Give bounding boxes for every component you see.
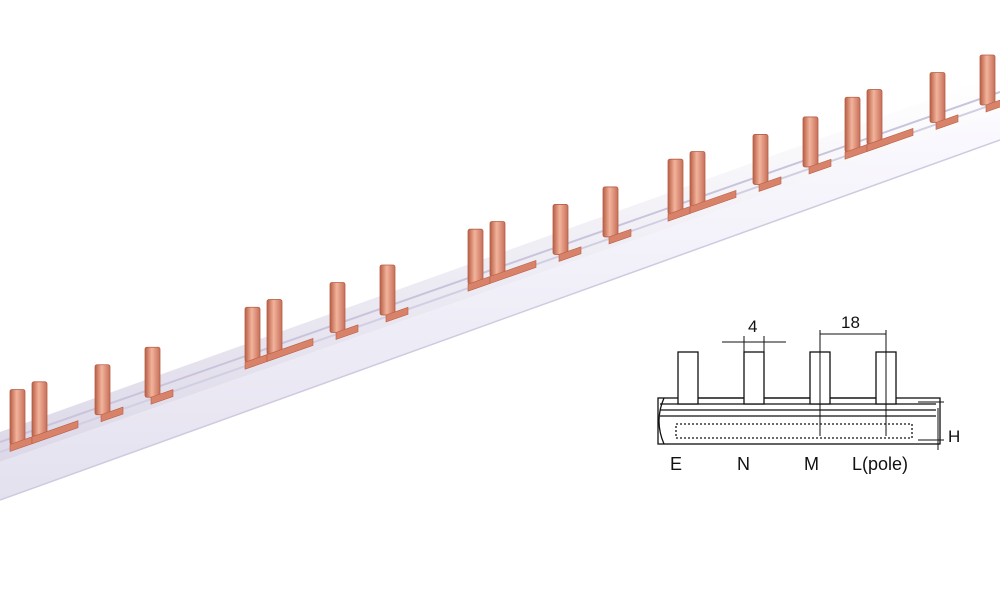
copper-pin-foot <box>558 246 582 262</box>
copper-pin-foot <box>385 306 409 323</box>
copper-pin <box>866 89 883 145</box>
drawing-pin-e <box>677 351 699 405</box>
copper-pin-foot <box>689 189 737 214</box>
copper-pin-foot <box>866 128 914 152</box>
dim-pin-width: 4 <box>748 317 757 336</box>
drawing-conductor <box>675 423 913 439</box>
copper-pin <box>689 151 706 207</box>
copper-pin-foot <box>150 389 174 405</box>
copper-pin <box>144 346 161 398</box>
dim-pin-pitch: 18 <box>841 313 860 332</box>
copper-pin <box>844 96 861 153</box>
pole-label-m: M <box>804 454 819 474</box>
copper-pin-foot <box>608 228 632 245</box>
copper-pin <box>244 306 261 363</box>
pole-label-e: E <box>670 454 682 474</box>
copper-pin-foot <box>808 158 832 175</box>
copper-pin-foot <box>266 338 314 362</box>
copper-pin <box>467 228 484 285</box>
copper-pin <box>979 54 996 106</box>
copper-pin-foot <box>100 406 124 423</box>
copper-pin <box>31 381 48 438</box>
copper-pin <box>602 186 619 238</box>
copper-pins <box>9 54 1000 452</box>
pole-label-n: N <box>737 454 750 474</box>
dimension-drawing <box>657 330 944 450</box>
dim-height: H <box>948 427 960 446</box>
copper-pin <box>752 134 769 185</box>
copper-pin <box>94 364 111 416</box>
copper-pin <box>667 158 684 215</box>
copper-pin <box>329 282 346 333</box>
copper-pin-foot <box>489 259 537 284</box>
busbar-front-face <box>0 112 1000 500</box>
copper-pin <box>489 221 506 277</box>
drawing-pin-n <box>743 351 765 405</box>
copper-pin <box>552 204 569 255</box>
copper-pin <box>379 264 396 316</box>
copper-pin-foot <box>31 420 79 445</box>
copper-pin <box>802 116 819 168</box>
copper-pin <box>9 389 26 445</box>
copper-pin-foot <box>758 176 782 192</box>
copper-pin-foot <box>935 114 959 130</box>
copper-pin-foot <box>985 99 1000 113</box>
copper-pin <box>929 72 946 123</box>
drawing-body <box>657 397 941 445</box>
pole-label-l: L(pole) <box>852 454 908 474</box>
copper-pin <box>266 299 283 355</box>
copper-pin-foot <box>335 324 359 340</box>
